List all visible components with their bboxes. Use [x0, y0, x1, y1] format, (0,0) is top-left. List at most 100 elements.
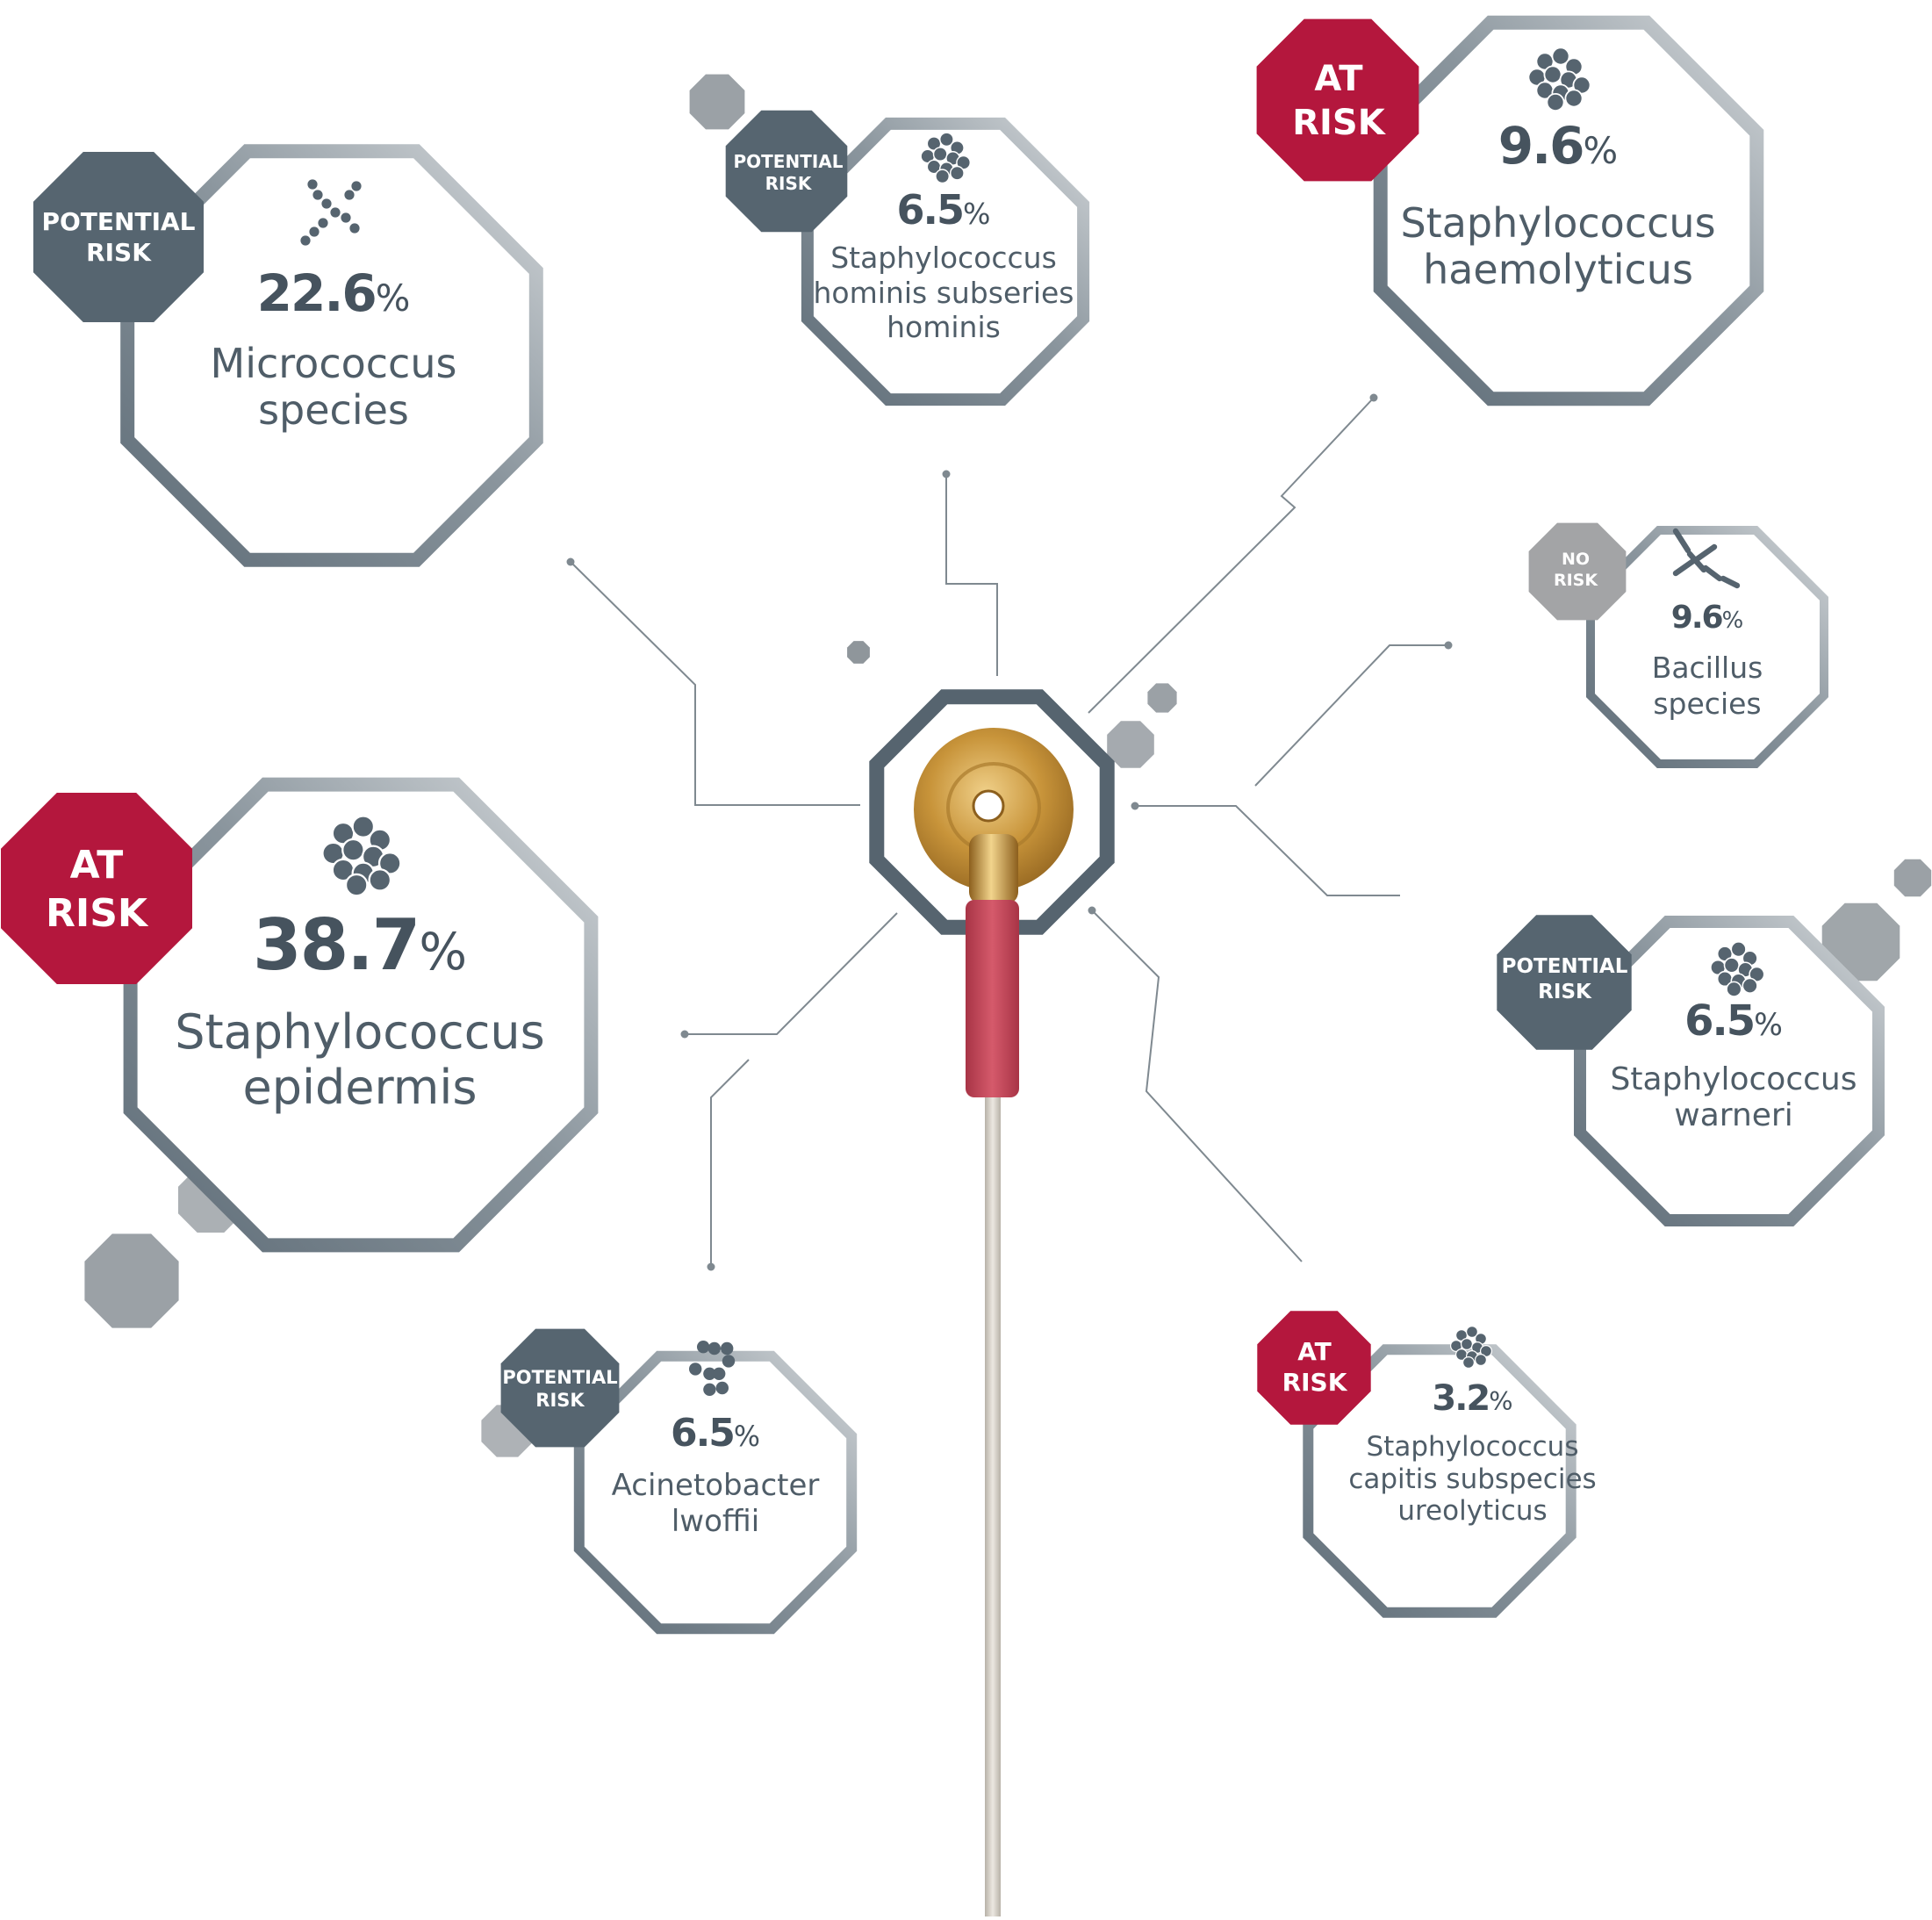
diplo-cell-4: [689, 1363, 702, 1376]
percent-capitis: 3.2%: [1432, 1378, 1513, 1419]
connector-line-5: [1091, 910, 1303, 1262]
connector-line-6: [685, 912, 898, 1035]
chain-cell-8: [349, 223, 360, 234]
cluster-cell-7-10: [1462, 1356, 1475, 1369]
cluster-cell-1-4: [932, 147, 948, 162]
electrode-hole: [972, 789, 1005, 823]
chain-cell-9: [351, 181, 362, 191]
chain-cell-5: [309, 227, 320, 237]
percent-epidermis: 38.7%: [252, 904, 468, 986]
cluster-icon: [920, 132, 971, 184]
rod-segment-2: [1702, 564, 1723, 582]
diplo-cell-6: [713, 1367, 726, 1381]
decor-octagon-1: [847, 641, 870, 664]
connector-line-1: [945, 474, 998, 676]
diplo-cell-8: [715, 1381, 729, 1395]
cluster-cell-4-1: [351, 815, 376, 838]
chain-cell-2: [321, 198, 332, 209]
card-frame-7: [1303, 1344, 1576, 1618]
chain-cell-10: [344, 190, 355, 200]
cluster-cell-4-4: [341, 838, 365, 862]
cluster-cell-4-10: [344, 873, 369, 897]
cluster-cell-4-9: [368, 868, 392, 892]
decor-octagon-3: [1107, 721, 1154, 768]
risk-badge-7: [1257, 1311, 1371, 1425]
chain-cell-7: [341, 212, 351, 223]
cluster-cell-5-4: [1723, 957, 1740, 974]
connector-dot-7: [707, 1262, 715, 1271]
lead-sleeve: [966, 900, 1019, 1097]
chain-cell-1: [312, 190, 323, 200]
cluster-icon: [1710, 941, 1765, 997]
cluster-cell-2-4: [1543, 65, 1562, 84]
chain-cell-4: [318, 218, 328, 228]
cluster-icon: [1527, 47, 1591, 112]
percent-lwoffii: 6.5%: [670, 1411, 761, 1456]
connector-line-4: [1135, 805, 1400, 896]
decor-octagon-4: [1893, 859, 1932, 897]
diplo-cell-2: [721, 1341, 734, 1356]
risk-badge-2: [1256, 18, 1419, 182]
risk-badge-1: [725, 110, 848, 233]
connector-dot-0: [566, 557, 575, 566]
cluster-cell-2-1: [1551, 47, 1570, 66]
diplo-cell-1: [707, 1341, 721, 1356]
chain-cell-0: [307, 179, 318, 190]
chain-icon: [300, 179, 362, 246]
decor-octagon-5: [1821, 902, 1900, 982]
diplo-cell-7: [703, 1383, 716, 1397]
decor-octagon-0: [689, 74, 745, 130]
percent-micrococcus: 22.6%: [256, 263, 411, 323]
connector-dot-1: [942, 470, 951, 478]
chain-cell-6: [300, 235, 311, 246]
connector-line-0: [570, 561, 860, 806]
cluster-cell-2-9: [1564, 89, 1584, 108]
diplo-cell-5: [703, 1367, 716, 1381]
cluster-cell-7-9: [1474, 1353, 1487, 1366]
risk-badge-6: [500, 1328, 620, 1448]
percent-warneri: 6.5%: [1684, 996, 1783, 1046]
cluster-icon: [321, 815, 402, 897]
risk-badge-0: [33, 152, 204, 322]
rod-segment-3: [1720, 575, 1741, 589]
cluster-cell-7-1: [1465, 1325, 1478, 1338]
percent-haemolyticus: 9.6%: [1497, 116, 1619, 176]
chain-cell-3: [330, 207, 341, 218]
cluster-cell-5-9: [1742, 977, 1758, 994]
rod-segment-0: [1672, 528, 1691, 554]
percent-hominis: 6.5%: [896, 186, 991, 234]
risk-badge-5: [1497, 915, 1632, 1050]
connector-dot-2: [1369, 393, 1378, 402]
cluster-cell-1-10: [935, 169, 950, 184]
percent-bacillus: 9.6%: [1670, 600, 1744, 636]
rod-segment-4: [1672, 557, 1697, 577]
diplo-cell-0: [697, 1341, 710, 1354]
decor-octagon-2: [1147, 683, 1177, 713]
connector-dot-5: [1088, 906, 1096, 915]
cluster-cell-1-9: [949, 165, 965, 181]
risk-badge-4: [1, 793, 192, 984]
risk-badge-3: [1528, 522, 1627, 621]
